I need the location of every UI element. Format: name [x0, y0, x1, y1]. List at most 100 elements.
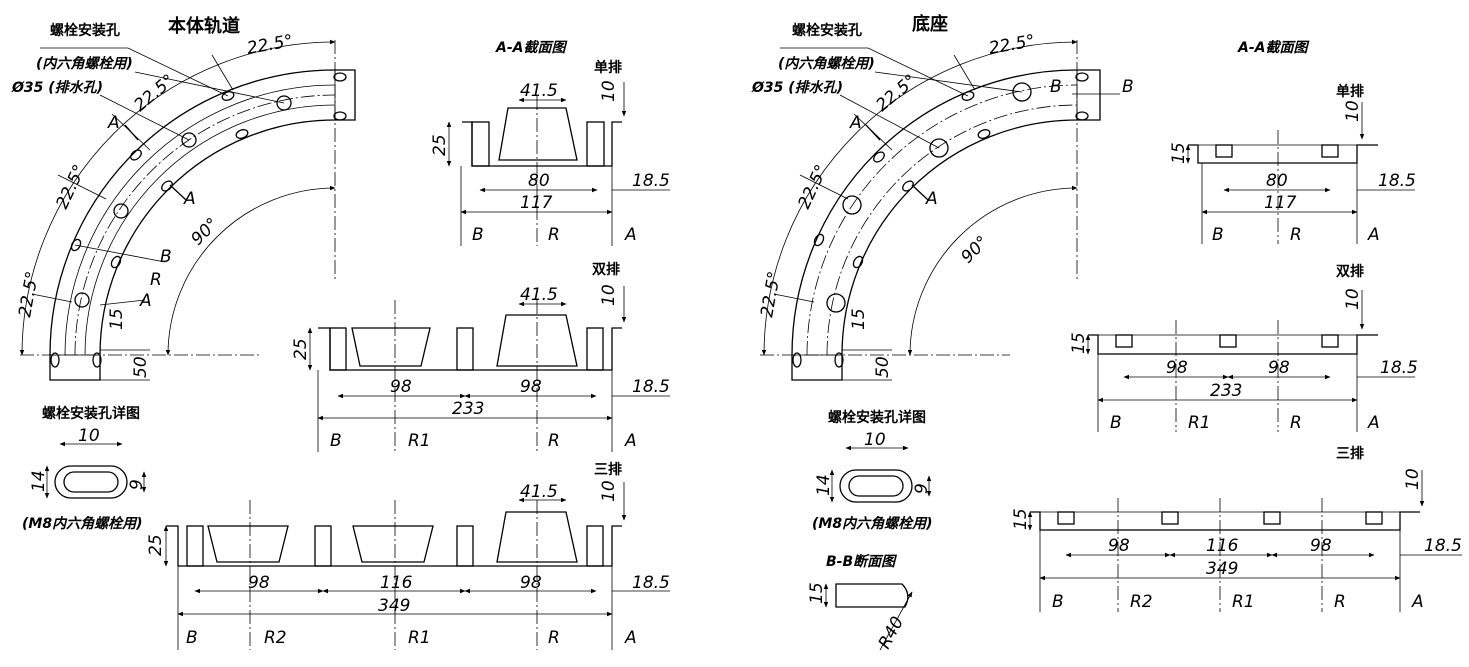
left-single-h25: 25	[430, 134, 450, 156]
left-angle-2: 22.5°	[130, 71, 178, 116]
right-double-d98a: 98	[1166, 358, 1188, 378]
right-bb-r40: R40	[875, 613, 908, 652]
left-curved-track	[19, 39, 356, 381]
right-section-single: 单排 15 10 80 18.5 117 B R A	[1169, 83, 1416, 245]
right-angle-4: 22.5°	[757, 270, 785, 319]
right-triple-d349: 349	[1206, 559, 1238, 579]
left-triple-h25: 25	[146, 534, 166, 556]
left-triple-d98b: 98	[520, 573, 542, 593]
left-triple-ref-b: B	[186, 628, 198, 648]
left-double-label: 双排	[592, 261, 620, 278]
right-double-ref-r: R	[1290, 413, 1302, 433]
left-double-d185: 18.5	[632, 377, 670, 397]
right-arc-label-a2: A	[925, 189, 938, 209]
right-section-double: 双排 15 10 98 98 18.5 233 B R1 R A	[1069, 263, 1418, 433]
left-triple-label: 三排	[594, 461, 622, 478]
left-detail-note: (M8内六角螺栓用)	[22, 515, 142, 532]
right-triple-d116: 116	[1206, 536, 1239, 556]
right-triple-ref-r2: R2	[1130, 592, 1153, 612]
left-double-ref-r1: R1	[408, 431, 431, 451]
right-double-d185: 18.5	[1380, 358, 1418, 378]
left-callout-drain: Ø35 (排水孔)	[11, 79, 103, 96]
right-single-ref-a: A	[1367, 225, 1380, 245]
left-single-ref-b: B	[472, 225, 484, 245]
right-triple-d185: 18.5	[1424, 536, 1462, 556]
right-single-h10: 10	[1343, 100, 1363, 122]
right-double-h15: 15	[1069, 332, 1089, 354]
right-single-d117: 117	[1264, 193, 1297, 213]
left-bolt-detail: 螺栓安装孔详图 10 14 9 (M8内六角螺栓用)	[22, 405, 147, 532]
left-triple-h10: 10	[599, 480, 619, 502]
left-detail-d14: 14	[29, 470, 49, 492]
right-arc-label-a1: A	[849, 113, 862, 133]
right-double-label: 双排	[1336, 263, 1364, 280]
right-single-label: 单排	[1336, 83, 1364, 100]
left-detail-title: 螺栓安装孔详图	[42, 405, 140, 422]
left-callout-bolt-hole: 螺栓安装孔	[50, 22, 120, 39]
right-section-title: A-A截面图	[1237, 39, 1309, 56]
left-triple-ref-r1: R1	[408, 628, 431, 648]
right-double-ref-a: A	[1367, 413, 1380, 433]
left-section-title: A-A截面图	[495, 39, 567, 56]
left-single-top: 41.5	[520, 81, 558, 101]
right-detail-d10: 10	[864, 430, 886, 450]
left-triple-ref-r2: R2	[264, 628, 287, 648]
right-detail-title: 螺栓安装孔详图	[828, 409, 926, 426]
left-double-ref-a: A	[624, 431, 637, 451]
left-double-ref-r: R	[548, 431, 560, 451]
left-double-d98b: 98	[520, 377, 542, 397]
right-triple-ref-r: R	[1334, 592, 1346, 612]
left-double-d98a: 98	[390, 377, 412, 397]
left-single-h10: 10	[599, 80, 619, 102]
right-triple-label: 三排	[1336, 445, 1364, 462]
right-bb-section: B-B断面图 15 R40	[807, 553, 913, 652]
left-section-double: 双排 41.5 25 10 98 98 18.5 233 B	[291, 261, 670, 452]
right-double-d98b: 98	[1268, 358, 1290, 378]
left-single-ref-r: R	[548, 225, 560, 245]
left-double-d233: 233	[452, 399, 484, 419]
left-double-ref-b: B	[330, 431, 342, 451]
right-title: 底座	[912, 13, 948, 35]
left-double-h25: 25	[291, 338, 311, 360]
right-bolt-detail: 螺栓安装孔详图 10 14 9 (M8内六角螺栓用)	[812, 409, 932, 532]
right-bb-h15: 15	[807, 582, 827, 604]
right-single-h15: 15	[1169, 142, 1189, 164]
right-triple-d98a: 98	[1108, 536, 1130, 556]
left-triple-ref-a: A	[624, 628, 637, 648]
right-detail-note: (M8内六角螺栓用)	[812, 515, 932, 532]
left-detail-d9: 9	[127, 479, 147, 490]
right-triple-ref-a: A	[1411, 592, 1424, 612]
right-detail-d9: 9	[912, 483, 932, 494]
left-title: 本体轨道	[168, 15, 240, 37]
right-detail-d14: 14	[814, 474, 834, 496]
left-single-label: 单排	[594, 59, 622, 76]
right-callout-drain: Ø35 (排水孔)	[751, 79, 843, 96]
left-arc-label-a2: A	[183, 189, 196, 209]
left-dim-w15: 15	[107, 308, 127, 330]
left-triple-d98a: 98	[248, 573, 270, 593]
left-double-h10: 10	[599, 284, 619, 306]
right-bolt-slots	[792, 72, 1089, 368]
right-double-d233: 233	[1210, 381, 1242, 401]
right-single-d80: 80	[1266, 171, 1288, 191]
right-single-ref-r: R	[1290, 225, 1302, 245]
right-double-ref-b: B	[1110, 413, 1122, 433]
right-angle-90: 90°	[957, 232, 992, 267]
left-triple-d349: 349	[378, 596, 410, 616]
right-single-ref-b: B	[1212, 225, 1224, 245]
right-section-triple: 三排 15 10 98 116 98 18.5 349	[1011, 445, 1462, 612]
left-bolt-slots	[50, 72, 347, 368]
left-section-triple: 三排 41.5 25 10 98 116 98 18.5 349	[146, 461, 670, 650]
left-triple-d185: 18.5	[632, 573, 670, 593]
right-angle-3: 22.5°	[794, 162, 832, 212]
right-triple-d98b: 98	[1310, 536, 1332, 556]
left-triple-ref-r: R	[548, 628, 560, 648]
right-arc-label-b2: B	[1122, 77, 1134, 97]
left-triple-top: 41.5	[520, 482, 558, 502]
right-angle-2: 22.5°	[872, 71, 920, 116]
right-single-d185: 18.5	[1378, 171, 1416, 191]
right-callout-bolt-for: (内六角螺栓用)	[778, 55, 875, 72]
left-arc-label-r: R	[150, 270, 162, 290]
left-dim-w50: 50	[131, 356, 151, 378]
left-drawing: 本体轨道	[11, 15, 670, 650]
